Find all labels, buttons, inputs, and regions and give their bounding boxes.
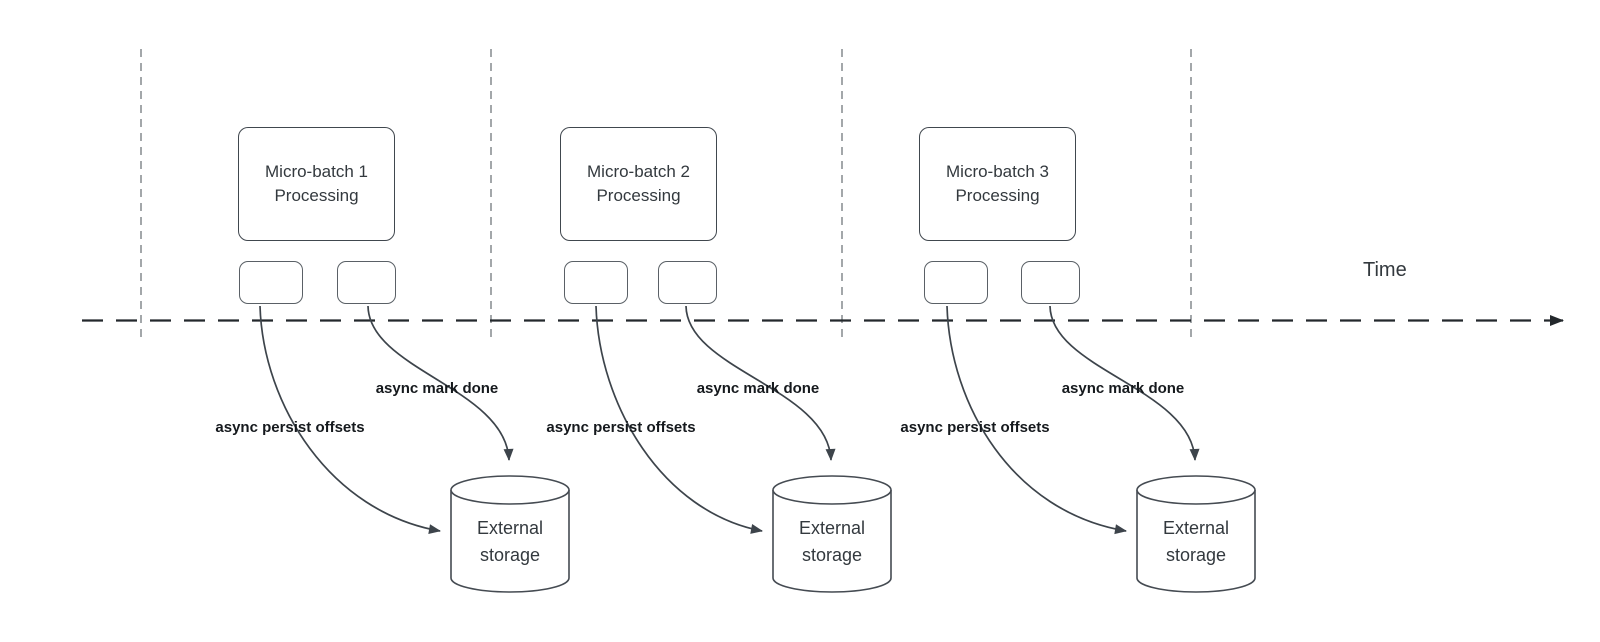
micro-batch-3-slot-persist xyxy=(924,261,988,304)
time-axis-label: Time xyxy=(1363,259,1407,281)
arrow-mark-done-2 xyxy=(685,305,836,461)
time-gridlines xyxy=(140,49,1192,340)
micro-batch-3-slot-done xyxy=(1021,261,1080,304)
arrow-mark-done-3 xyxy=(1049,305,1200,461)
cylinder-external-storage-3 xyxy=(1136,475,1256,593)
arrow-persist-offsets-3 xyxy=(946,305,1127,535)
micro-batch-1-processing-box: Micro-batch 1 Processing xyxy=(238,127,395,241)
micro-batch-2-slot-persist xyxy=(564,261,628,304)
micro-batch-2-processing-box: Micro-batch 2 Processing xyxy=(560,127,717,241)
micro-batch-3-processing-box: Micro-batch 3 Processing xyxy=(919,127,1076,241)
micro-batch-2-slot-done xyxy=(658,261,717,304)
external-storage-label-3: External storage xyxy=(1162,518,1230,565)
external-storage-label-1: External storage xyxy=(476,518,544,565)
micro-batch-1-slot-done xyxy=(337,261,396,304)
micro-batch-1-slot-persist xyxy=(239,261,303,304)
arrow-mark-done-1 xyxy=(367,305,514,461)
mark-done-label-1: async mark done xyxy=(375,380,499,397)
mark-done-label-3: async mark done xyxy=(1061,380,1185,397)
arrow-persist-offsets-1 xyxy=(259,305,441,535)
cylinder-external-storage-2 xyxy=(772,475,892,593)
persist-offsets-label-3: async persist offsets xyxy=(900,419,1050,436)
persist-offsets-label-2: async persist offsets xyxy=(546,419,696,436)
cylinder-external-storage-1 xyxy=(450,475,570,593)
persist-offsets-label-1: async persist offsets xyxy=(215,419,365,436)
arrow-persist-offsets-2 xyxy=(595,305,763,534)
mark-done-label-2: async mark done xyxy=(696,380,820,397)
external-storage-label-2: External storage xyxy=(798,518,866,565)
